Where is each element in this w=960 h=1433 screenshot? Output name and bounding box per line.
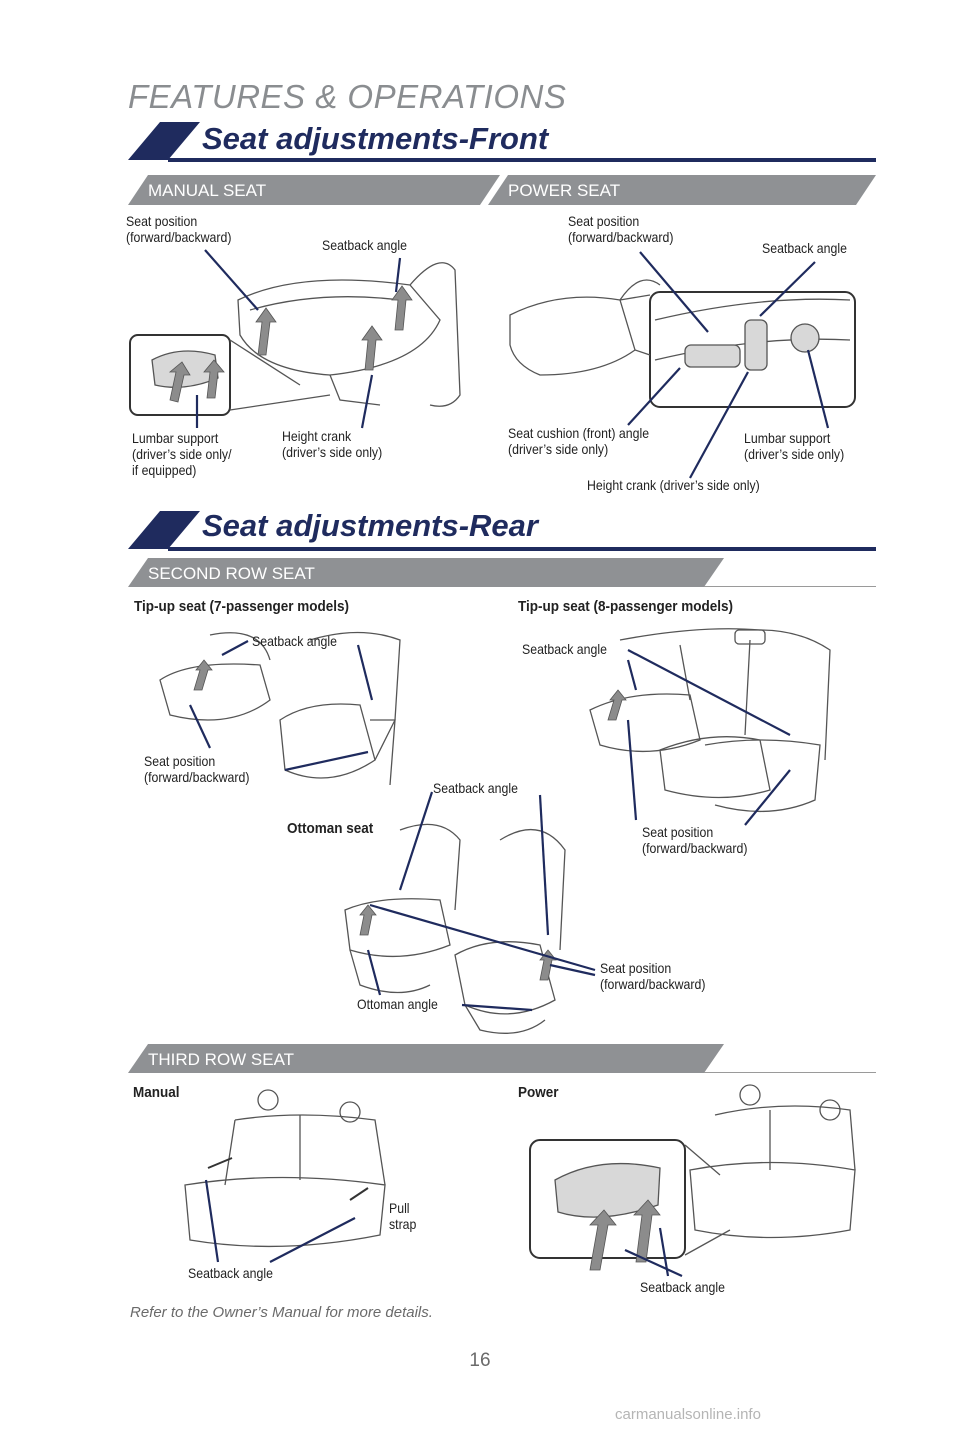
ottoman-seat-illustration — [344, 823, 566, 1034]
third-row-manual-seatback-angle-label: Seatback angle — [188, 1265, 273, 1281]
watermark: carmanualsonline.info — [615, 1406, 761, 1423]
front-section-title: Seat adjustments-Front — [202, 121, 549, 156]
tipup-7-title: Tip-up seat (7-passenger models) — [134, 598, 350, 615]
rear-section-wedge — [128, 511, 200, 549]
power-seatback-angle-label: Seatback angle — [762, 240, 847, 256]
rear-section-title: Seat adjustments-Rear — [202, 508, 538, 543]
third-row-manual-title: Manual — [133, 1084, 180, 1101]
third-row-rule — [704, 1072, 876, 1073]
owners-manual-note: Refer to the Owner’s Manual for more det… — [130, 1304, 433, 1321]
front-section-wedge — [128, 122, 200, 160]
tipup-8-seat-position-label: Seat position (forward/backward) — [642, 824, 748, 856]
second-row-band — [128, 558, 724, 587]
second-row-rule — [704, 586, 876, 587]
third-row-manual-illustration — [184, 1089, 386, 1248]
pull-strap-label: Pull strap — [389, 1200, 417, 1232]
manual-seatback-angle-label: Seatback angle — [322, 237, 407, 253]
power-seat-band — [488, 175, 876, 205]
tipup-8-seat-illustration — [589, 628, 831, 813]
tipup-7-seat-illustration — [159, 631, 401, 786]
arrow — [255, 307, 277, 356]
power-cushion-angle-label: Seat cushion (front) angle (driver’s sid… — [508, 425, 650, 457]
ottoman-seatback-angle-label: Seatback angle — [433, 780, 518, 796]
manual-lumbar-label: Lumbar support (driver’s side only/ if e… — [132, 430, 232, 478]
manual-height-crank-label: Height crank (driver’s side only) — [282, 428, 383, 460]
power-seat-position-label: Seat position (forward/backward) — [568, 213, 674, 245]
rear-section-rule — [168, 547, 876, 551]
page-header-title: FEATURES & OPERATIONS — [128, 78, 567, 115]
power-height-crank-label: Height crank (driver’s side only) — [587, 477, 760, 493]
page-number: 16 — [469, 1350, 491, 1371]
third-row-heading: THIRD ROW SEAT — [148, 1050, 295, 1069]
power-seat-heading: POWER SEAT — [508, 181, 621, 200]
manual-seat-band — [128, 175, 500, 205]
third-row-power-title: Power — [518, 1084, 559, 1101]
tipup-8-title: Tip-up seat (8-passenger models) — [518, 598, 734, 615]
manual-seat-position-label: Seat position (forward/backward) — [126, 213, 232, 245]
third-row-band — [128, 1044, 724, 1073]
tipup-7-seat-position-label: Seat position (forward/backward) — [144, 753, 250, 785]
ottoman-angle-label: Ottoman angle — [357, 996, 438, 1012]
power-front-seat-illustration — [509, 279, 856, 408]
third-row-power-seatback-angle-label: Seatback angle — [640, 1279, 725, 1295]
power-lumbar-label: Lumbar support (driver’s side only) — [744, 430, 845, 462]
second-row-heading: SECOND ROW SEAT — [148, 564, 315, 583]
manual-seat-heading: MANUAL SEAT — [148, 181, 267, 200]
ottoman-title: Ottoman seat — [287, 820, 374, 837]
tipup-7-seatback-angle-label: Seatback angle — [252, 633, 337, 649]
third-row-power-illustration — [529, 1084, 856, 1259]
front-section-rule — [168, 158, 876, 162]
tipup-8-seatback-angle-label: Seatback angle — [522, 641, 607, 657]
ottoman-seat-position-label: Seat position (forward/backward) — [600, 960, 706, 992]
